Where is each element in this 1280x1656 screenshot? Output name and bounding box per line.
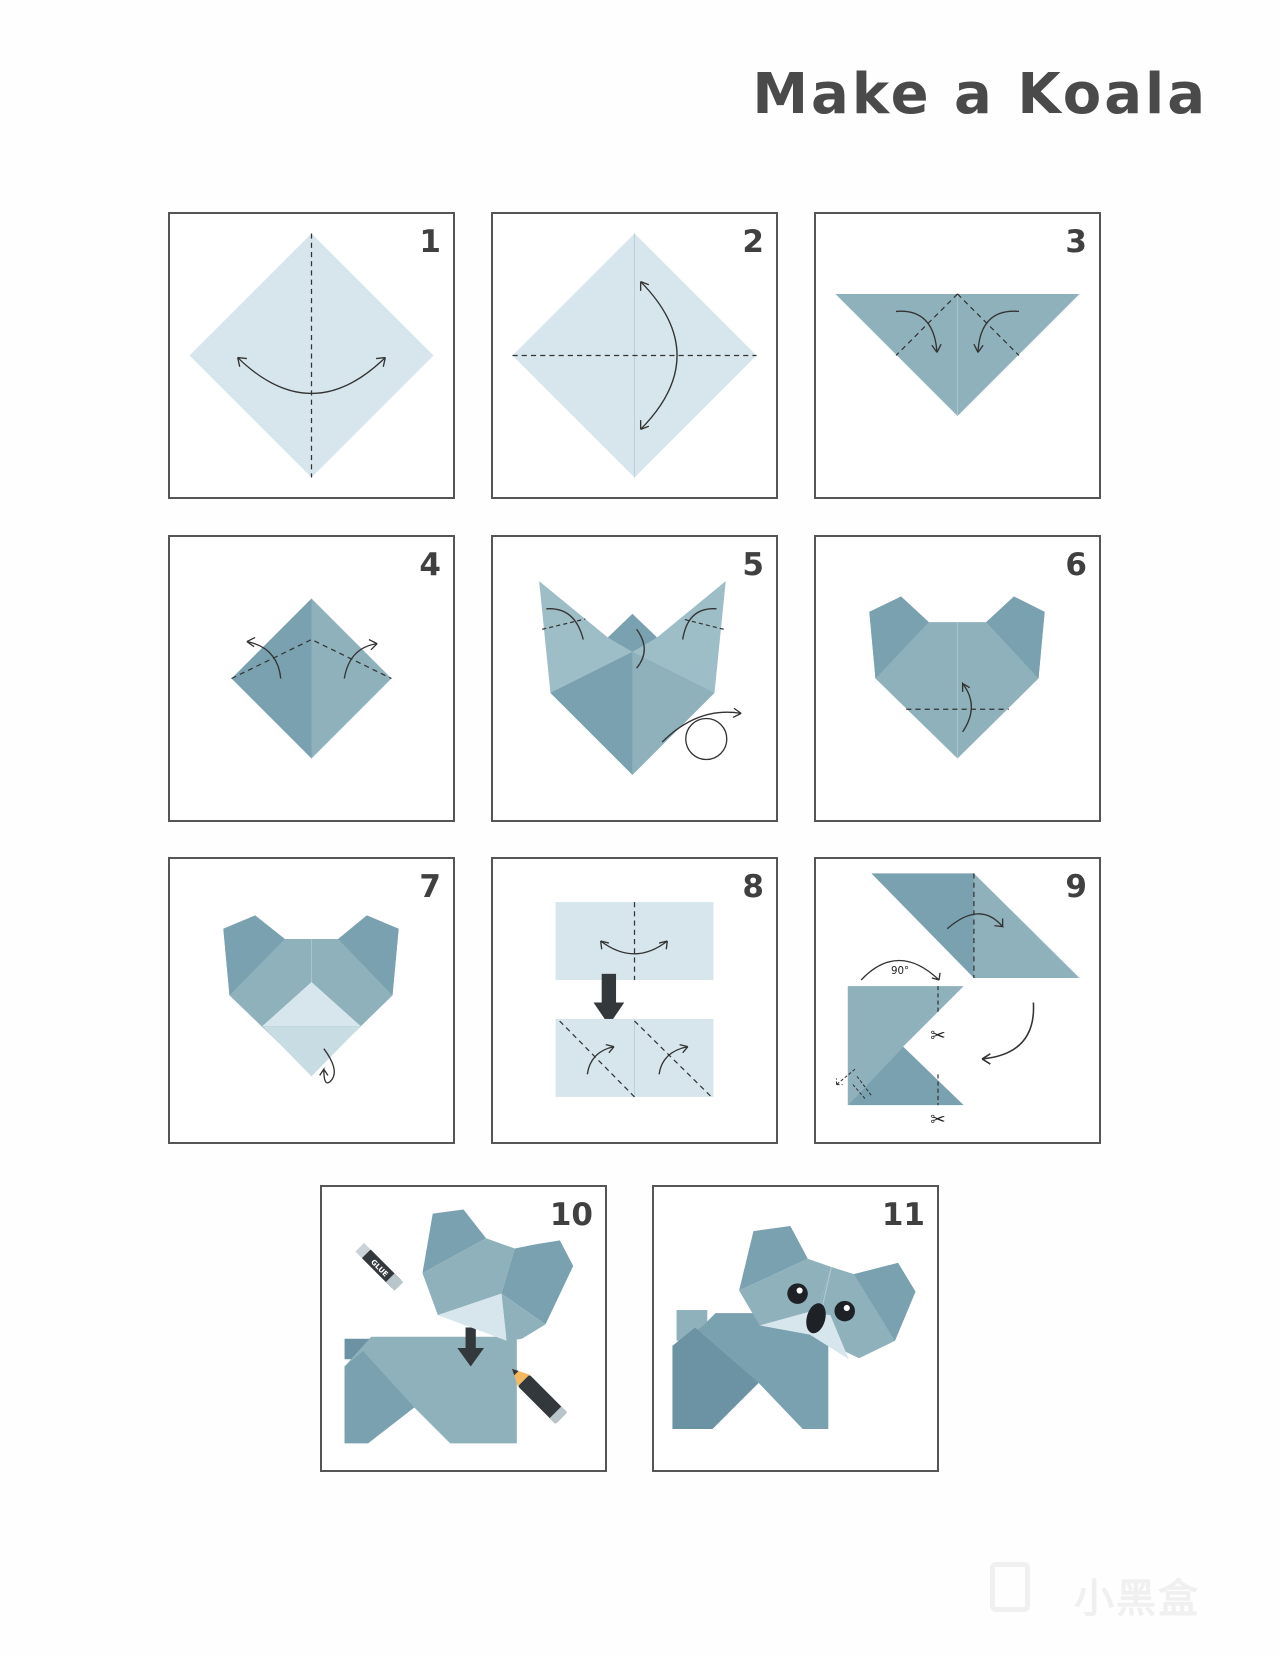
- step-number: 8: [742, 869, 764, 905]
- page-title: Make a Koala: [752, 62, 1208, 127]
- step-number: 4: [419, 547, 441, 583]
- scissors-icon: ✂: [930, 1026, 945, 1047]
- step-1-diagram: [189, 233, 434, 478]
- scissors-icon: ✂: [930, 1110, 945, 1131]
- step-number: 2: [742, 224, 764, 260]
- step-4-diagram: [231, 598, 392, 759]
- nose: [806, 1303, 826, 1334]
- step-6-panel: 6: [814, 535, 1101, 822]
- step-number: 5: [742, 547, 764, 583]
- step-5-panel: 5: [491, 535, 778, 822]
- step-8-diagram: [555, 902, 714, 1098]
- step-number: 10: [549, 1197, 593, 1233]
- watermark: 小黑盒: [1074, 1576, 1200, 1622]
- step-number: 7: [419, 869, 441, 905]
- step-8-panel: 8: [491, 857, 778, 1144]
- step-9-diagram: 90° ✂ ✂: [835, 873, 1080, 1131]
- step-number: 9: [1065, 869, 1087, 905]
- eye-right: [834, 1300, 855, 1322]
- step-7-panel: 7: [168, 857, 455, 1144]
- step-number: 6: [1065, 547, 1087, 583]
- step-number: 3: [1065, 224, 1087, 260]
- eye-left: [787, 1283, 808, 1304]
- step-number: 1: [419, 224, 441, 260]
- step-2-diagram: [512, 233, 757, 478]
- angle-label: 90°: [891, 965, 909, 977]
- step-number: 11: [881, 1197, 925, 1233]
- step-2-panel: 2: [491, 212, 778, 499]
- step-3-diagram: [835, 293, 1080, 416]
- watermark-logo-icon: [990, 1562, 1030, 1612]
- step-11-panel: 11: [652, 1185, 939, 1472]
- step-11-diagram: [672, 1225, 916, 1429]
- pencil-icon: [512, 1368, 568, 1424]
- step-1-panel: 1: [168, 212, 455, 499]
- step-9-panel: 90° ✂ ✂ 9: [814, 857, 1101, 1144]
- step-7-diagram: [223, 915, 399, 1084]
- step-10-panel: GLUE 10: [320, 1185, 607, 1472]
- step-5-diagram: [539, 581, 742, 775]
- step-3-panel: 3: [814, 212, 1101, 499]
- step-10-diagram: GLUE: [344, 1209, 574, 1444]
- step-4-panel: 4: [168, 535, 455, 822]
- step-6-diagram: [869, 596, 1045, 759]
